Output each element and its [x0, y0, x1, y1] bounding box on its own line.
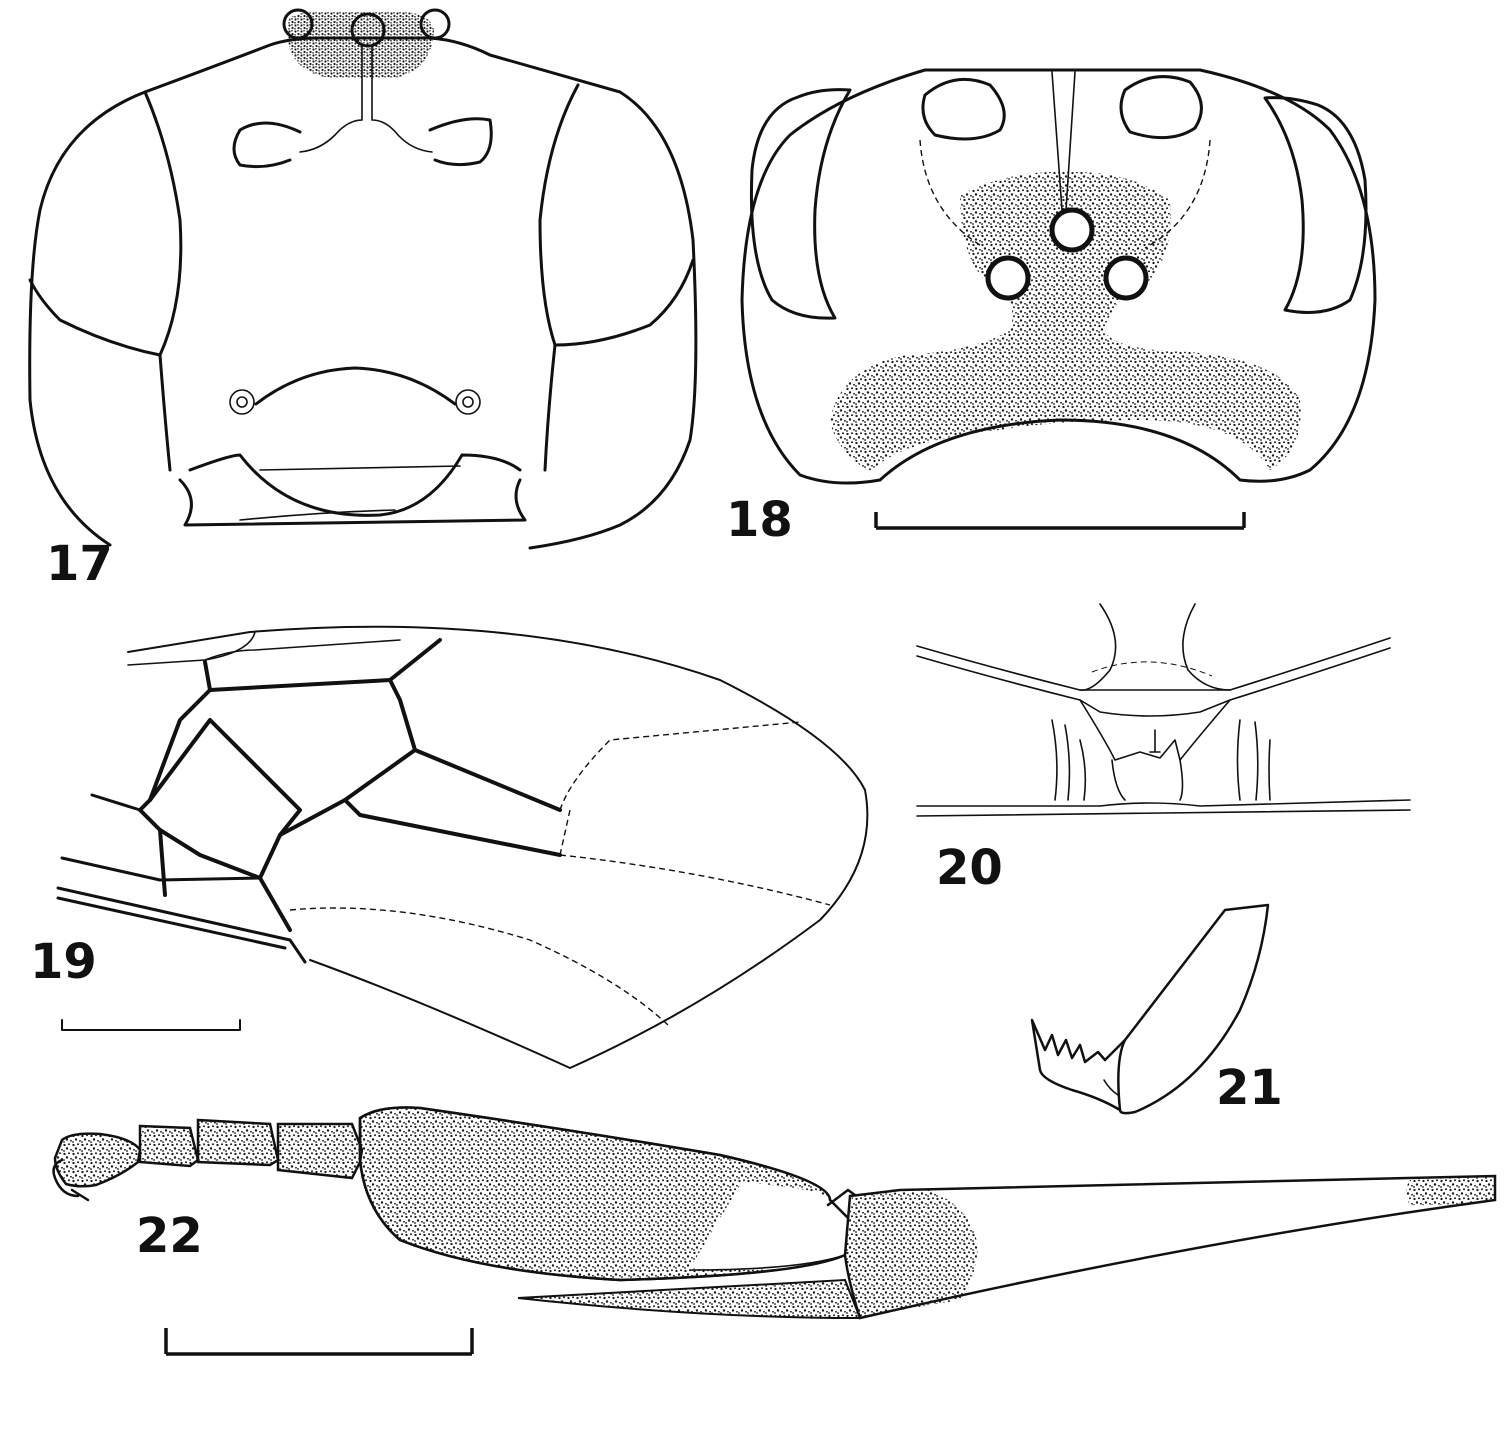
- scale-bar-figure-18: [874, 512, 1246, 530]
- figure-17-label: 17: [46, 536, 113, 592]
- figure-22-hind-leg: [52, 1106, 1497, 1320]
- figure-21-mandible: [1030, 903, 1270, 1115]
- figure-18-head-dorsal: [740, 68, 1377, 485]
- figure-19-fore-wing: [56, 625, 869, 1069]
- figure-21-label: 21: [1216, 1060, 1283, 1116]
- figure-22-label: 22: [136, 1208, 203, 1264]
- figure-19-label: 19: [30, 934, 97, 990]
- figure-20-propodeum: [916, 603, 1411, 817]
- scale-bar-figure-22: [164, 1328, 474, 1356]
- scale-bar-figure-19: [61, 1019, 241, 1031]
- figure-20-label: 20: [936, 840, 1003, 896]
- figure-17-head-frontal: [28, 8, 698, 550]
- figure-18-label: 18: [726, 492, 793, 548]
